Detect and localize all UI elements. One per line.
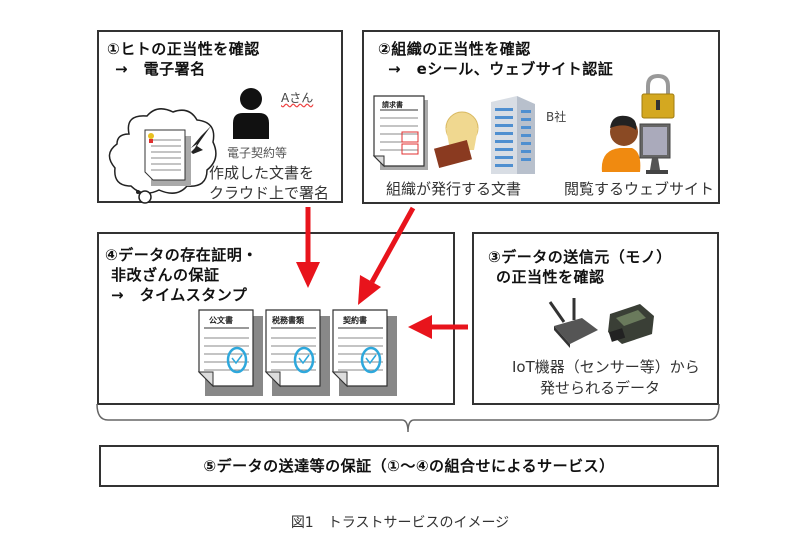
- person-label: Aさん: [281, 91, 314, 105]
- box3-title-line1: ③データの送信元（モノ）: [488, 248, 672, 266]
- person-icon: [233, 88, 269, 139]
- timestamp-check-icon: [360, 346, 382, 374]
- arrow-box3-to-box4: [408, 315, 468, 339]
- box2-title-line2: → eシール、ウェブサイト認証: [388, 60, 614, 78]
- document-contract: 契約書: [331, 309, 397, 396]
- timestamped-documents: 公文書 税務書類 契約書: [197, 309, 397, 396]
- box2-caption-right: 閲覧するウェブサイト: [564, 180, 715, 198]
- arrow-box1-to-box4: [296, 207, 320, 288]
- doc-label-contract: 契約書: [342, 315, 367, 325]
- grouping-bracket: [96, 403, 720, 433]
- padlock-icon: [641, 73, 675, 119]
- arrow-box2-to-box4: [358, 206, 416, 305]
- document-public: 公文書: [197, 309, 263, 396]
- cloud-document-icon: [108, 108, 217, 204]
- box1-title-line2: → 電子署名: [115, 60, 206, 78]
- box-data-source-authenticity: ③データの送信元（モノ） の正当性を確認 IoT機器（センサー等）から 発せられ…: [472, 232, 719, 405]
- document-tax: 税務書類: [264, 309, 330, 396]
- obd-sensor-icon: [608, 304, 654, 344]
- box3-caption-line1: IoT機器（センサー等）から: [512, 358, 700, 376]
- box-data-existence-proof: ④データの存在証明・ 非改ざんの保証 → タイムスタンプ 公文書 税務書類: [97, 232, 455, 405]
- box4-title-line2: 非改ざんの保証: [111, 266, 220, 284]
- box3-caption-line2: 発せられるデータ: [540, 379, 661, 397]
- invoice-label: 請求書: [382, 100, 403, 109]
- box4-title-line3: → タイムスタンプ: [111, 286, 248, 304]
- doc-label-tax: 税務書類: [272, 315, 305, 325]
- box2-caption-left: 組織が発行する文書: [386, 180, 522, 198]
- company-label: B社: [546, 110, 567, 124]
- doc-label-public: 公文書: [209, 315, 233, 325]
- figure-caption: 図1 トラストサービスのイメージ: [290, 515, 510, 531]
- box1-doc-label: 電子契約等: [227, 146, 288, 160]
- box4-title-line1: ④データの存在証明・: [105, 246, 258, 264]
- building-icon: [491, 96, 535, 174]
- box1-title-line1: ①ヒトの正当性を確認: [107, 40, 260, 58]
- box-organization-authenticity: ②組織の正当性を確認 → eシール、ウェブサイト認証 請求書: [362, 30, 720, 204]
- person-at-computer-icon: [601, 115, 671, 174]
- box3-title-line2: の正当性を確認: [496, 268, 605, 286]
- box5-title: ⑤データの送達等の保証（①～④の組合せによるサービス）: [203, 457, 615, 475]
- company-seal-stamp-icon: [433, 111, 479, 169]
- pen-icon: [191, 126, 211, 154]
- timestamp-check-icon: [293, 346, 315, 374]
- box1-caption-line2: クラウド上で署名: [209, 184, 330, 202]
- timestamp-check-icon: [226, 346, 248, 374]
- box2-title-line1: ②組織の正当性を確認: [378, 40, 531, 58]
- iot-gateway-icon: [548, 298, 598, 348]
- invoice-document-icon: 請求書: [372, 95, 428, 170]
- box-person-authenticity: ①ヒトの正当性を確認 → 電子署名 Aさん 電子契約等 作成した文書を クラウド…: [97, 30, 343, 204]
- box-data-delivery-guarantee: ⑤データの送達等の保証（①～④の組合せによるサービス）: [99, 445, 719, 487]
- box1-caption-line1: 作成した文書を: [209, 164, 315, 182]
